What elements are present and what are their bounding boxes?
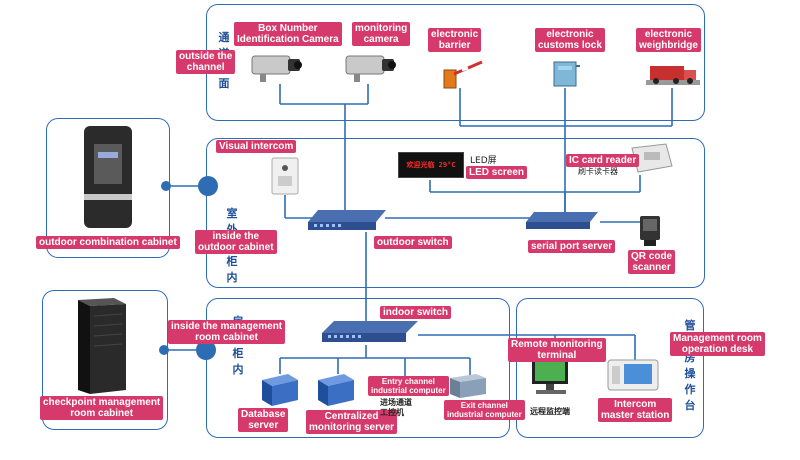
remote-terminal-label: Remote monitoring terminal: [508, 338, 606, 362]
exit-industrial-computer-icon: [450, 374, 486, 398]
intercom-master-label: Intercom master station: [598, 398, 673, 422]
checkpoint-cabinet-label: checkpoint management room cabinet: [40, 396, 164, 420]
database-server-icon: [262, 374, 298, 406]
box-number-camera-icon: [251, 55, 302, 82]
entry-computer-label: Entry channel industrial computer: [368, 376, 449, 396]
monitoring-camera-icon: [345, 55, 396, 82]
outdoor-cabinet-icon: [84, 126, 132, 228]
outdoor-cabinet-caption: outdoor combination cabinet: [36, 236, 180, 249]
led-cn-label: LED屏: [470, 156, 497, 166]
weighbridge-label: electronic weighbridge: [636, 28, 701, 52]
serial-server-label: serial port server: [528, 240, 616, 253]
qr-scanner-label: QR code scanner: [628, 250, 676, 274]
remote-terminal-cn-label: 远程监控端: [530, 407, 570, 416]
intercom-master-icon: [607, 359, 659, 391]
led-screen-label: LED screen: [466, 166, 528, 179]
customs-lock-label: electronic customs lock: [535, 28, 605, 52]
indoor-switch-icon: [322, 321, 418, 342]
barrier-label: electronic barrier: [428, 28, 482, 52]
outdoor-switch-label: outdoor switch: [374, 236, 452, 249]
db-server-label: Database server: [238, 408, 289, 432]
led-screen-display: 欢迎光临 29°C: [398, 152, 464, 178]
outdoor-switch-icon: [308, 210, 386, 230]
monitoring-camera-label: monitoring camera: [352, 22, 411, 46]
indoor-switch-label: indoor switch: [380, 306, 451, 319]
visual-intercom-icon: [271, 157, 299, 195]
inside-outdoor-cabinet-label: inside the outdoor cabinet: [195, 230, 277, 254]
central-server-label: Centralized monitoring server: [306, 410, 398, 434]
box-camera-label: Box Number Identification Camera: [234, 22, 342, 46]
inside-mgmt-cabinet-label: inside the management room cabinet: [168, 320, 286, 344]
serial-port-server-icon: [526, 212, 598, 229]
weighbridge-truck-icon: [646, 66, 700, 85]
entry-computer-cn-label: 进场通道 工控机: [380, 398, 412, 417]
customs-lock-icon: [553, 61, 580, 87]
remote-monitor-icon: [532, 358, 568, 394]
visual-intercom-label: Visual intercom: [216, 140, 297, 153]
centralized-monitoring-server-icon: [318, 374, 354, 406]
barrier-gate-icon: [443, 60, 483, 89]
outdoor-cn-label: 室外柜内: [226, 207, 238, 284]
mgmt-desk-label: Management room operation desk: [670, 332, 765, 356]
exit-computer-label: Exit channel industrial computer: [444, 400, 525, 420]
ic-reader-label: IC card reader: [566, 154, 640, 167]
ic-reader-cn-label: 刷卡读卡器: [578, 167, 618, 176]
qr-scanner-icon: [640, 216, 660, 246]
management-cabinet-icon: [78, 298, 126, 394]
outside-channel-label: outside the channel: [176, 50, 236, 74]
